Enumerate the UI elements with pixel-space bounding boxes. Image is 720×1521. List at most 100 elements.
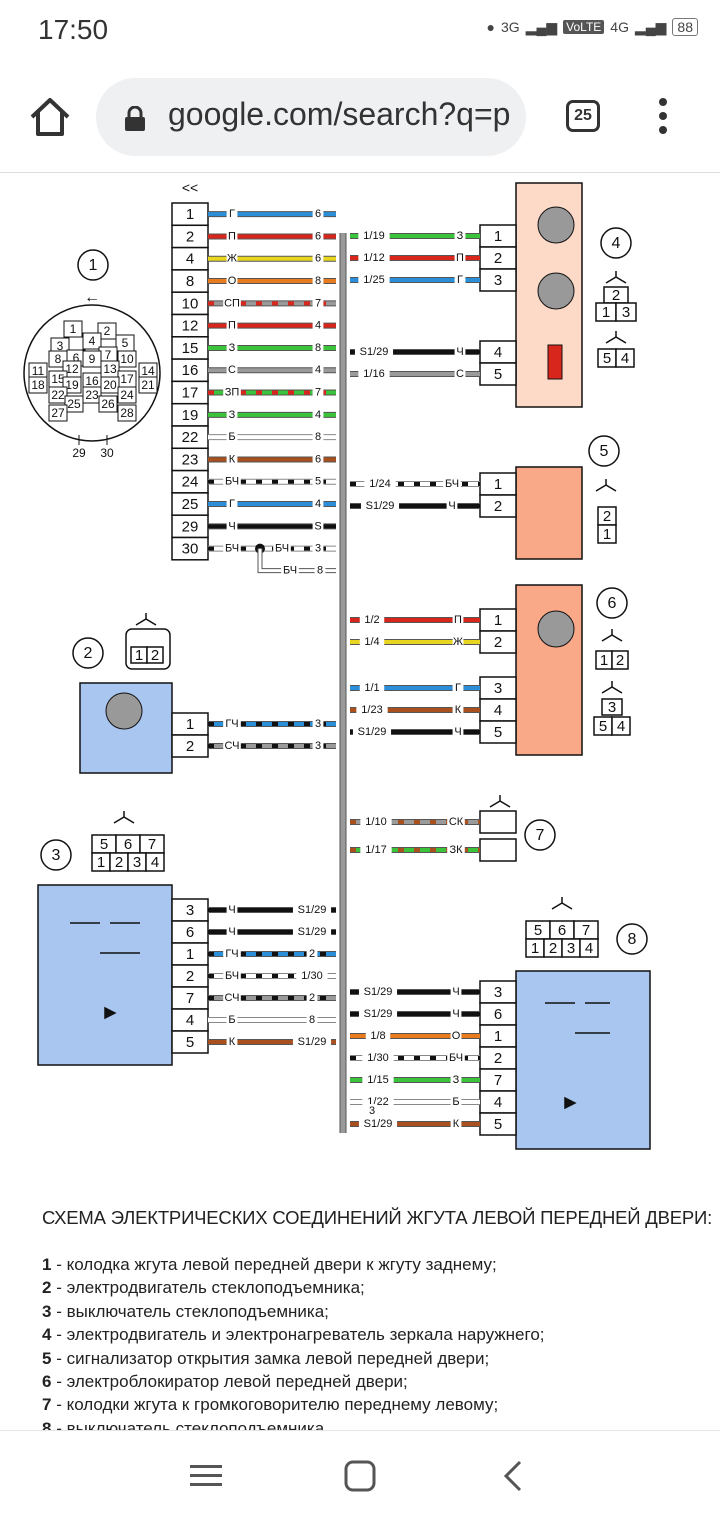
legend-text: - электродвигатель и электронагреватель … [51, 1325, 545, 1345]
face-pin-11: 11 [32, 364, 45, 378]
face-pin-box-20 [100, 376, 120, 394]
comp6-wire-code-5-bg [452, 725, 464, 739]
comp5-label: 5 [600, 443, 609, 460]
network2-label: 4G [610, 19, 629, 35]
connector1-wire-end-25: 4 [315, 498, 321, 510]
connector1-wire-end-1-bg [312, 207, 324, 222]
comp5-conn-2: 2 [603, 508, 611, 525]
comp3-wire-code-2-bg [223, 969, 241, 983]
comp5-label-circle [588, 435, 620, 467]
back-icon[interactable] [494, 1459, 534, 1493]
connector1-wire-code-29-bg [226, 519, 238, 534]
connector1-pin-24: 24 [182, 474, 199, 491]
comp4-label: 4 [612, 235, 621, 252]
comp3-pin-6: 6 [186, 924, 194, 941]
connector1-pin-12: 12 [182, 318, 199, 335]
comp3-pin-7: 7 [186, 990, 194, 1007]
connector1-wire-end-19-bg [312, 407, 324, 422]
comp2-pin-1: 1 [186, 716, 194, 733]
face-pin-box-10 [117, 350, 137, 368]
comp7-wire-code-2-bg [447, 843, 465, 857]
comp6-conn-b-5: 5 [599, 718, 607, 735]
connector1-wire-end-15-bg [312, 340, 324, 355]
home-icon[interactable] [28, 95, 72, 139]
comp5-conn-1: 1 [603, 526, 611, 543]
comp8-wire-label-1-bg [365, 1029, 391, 1043]
address-bar[interactable]: google.com/search?q=p [96, 78, 526, 156]
comp8-wire-code-5: К [453, 1118, 460, 1130]
home-nav-icon[interactable] [340, 1459, 380, 1493]
comp2-label-circle [72, 637, 104, 669]
face-pin-box-18 [28, 376, 48, 394]
connector1-pin-2: 2 [186, 228, 194, 245]
comp8-wire-code-5-bg [450, 1117, 462, 1131]
connector1-wire-code-22: Б [228, 431, 235, 443]
comp8-pin-3: 3 [494, 984, 502, 1001]
comp3-switch-symbol [70, 922, 140, 1020]
caption-title: СХЕМА ЭЛЕКТРИЧЕСКИХ СОЕДИНЕНИЙ ЖГУТА ЛЕВ… [42, 1207, 713, 1228]
face-pin-box-1 [63, 320, 83, 338]
connector1-wire-code-29: Ч [228, 520, 235, 532]
comp3-pin-5: 5 [186, 1034, 194, 1051]
face-pin-3: 3 [57, 339, 64, 353]
comp8-wire-label-2: 1/30 [367, 1052, 388, 1064]
comp3-wire-code-4: Б [228, 1014, 235, 1026]
overflow-menu-icon[interactable] [654, 98, 672, 138]
face-pin-15: 15 [51, 372, 65, 386]
recents-icon[interactable] [186, 1459, 226, 1493]
connector1-pin-10: 10 [182, 295, 199, 312]
splice-code-1-bg [273, 541, 291, 556]
connector1-wire-end-24: 5 [315, 476, 321, 488]
connector1-wire-end-16-bg [312, 363, 324, 378]
connector1-wire-code-19-bg [226, 407, 238, 422]
face-pin-22: 22 [51, 388, 65, 402]
comp3-conn-bottom-4-box [145, 852, 165, 872]
face-pin-19: 19 [65, 378, 79, 392]
comp3-pin-1: 1 [186, 946, 194, 963]
splice-end-2-bg [314, 563, 326, 578]
comp4-motor1 [537, 206, 575, 244]
comp3-wire-code-3-bg [226, 903, 238, 917]
comp3-wire-code-7: СЧ [225, 992, 240, 1004]
comp8-conn-top-5: 5 [534, 922, 542, 939]
comp6-wire-label-5-bg [352, 725, 392, 739]
face-pin-box-23 [82, 386, 102, 404]
comp8-wire-code-2: БЧ [449, 1052, 463, 1064]
legend-item: 3 - выключатель стеклоподъемника; [42, 1300, 545, 1323]
comp3-pin-2: 2 [186, 968, 194, 985]
comp4-wire-label-4-bg [354, 345, 394, 359]
legend-item: 7 - колодки жгута к громкоговорителю пер… [42, 1393, 545, 1416]
comp4-wire-label-1: 1/19 [363, 230, 384, 242]
face-pin-box-27 [48, 404, 68, 422]
network-label: 3G [501, 19, 520, 35]
status-time: 17:50 [38, 14, 109, 45]
comp4-wire-code-4-bg [454, 345, 466, 359]
comp3-wire-code-3: Ч [228, 904, 235, 916]
comp3-wire-end-6-bg [292, 925, 332, 939]
face-pin-box-2 [97, 322, 117, 340]
connector1-pin-22: 22 [182, 429, 199, 446]
connector1-wire-code-12: П [228, 320, 236, 332]
caption-legend: 1 - колодка жгута левой передней двери к… [42, 1253, 545, 1431]
face-pin-8: 8 [55, 352, 62, 366]
comp4-conn-a-3: 3 [622, 304, 630, 321]
splice-code-2: БЧ [283, 565, 297, 577]
connector1-wire-end-23-bg [312, 452, 324, 467]
comp2-wire-end-1-bg [312, 717, 324, 731]
comp3-wire-code-1: ГЧ [225, 948, 238, 960]
legend-text: - колодка жгута левой передней двери к ж… [51, 1255, 497, 1274]
connector1-wire-code-30: БЧ [225, 543, 239, 555]
browser-toolbar: google.com/search?q=p 25 [0, 62, 720, 172]
face-pin-2: 2 [104, 324, 111, 338]
comp6-wire-label-5: S1/29 [358, 726, 387, 738]
comp4-wire-code-5-bg [454, 367, 466, 381]
comp3-wire-end-3-bg [292, 903, 332, 917]
comp5-conn-bracket [595, 479, 617, 492]
comp5-pin-2: 2 [494, 498, 502, 515]
comp4-wire-label-2: 1/12 [363, 252, 384, 264]
comp3-wire-end-2: 1/30 [301, 970, 322, 982]
tab-switcher-button[interactable]: 25 [566, 100, 600, 132]
comp3-wire-code-4-bg [226, 1013, 238, 1027]
comp8-wire-code-6: Ч [452, 1008, 459, 1020]
comp8-label: 8 [628, 931, 637, 948]
